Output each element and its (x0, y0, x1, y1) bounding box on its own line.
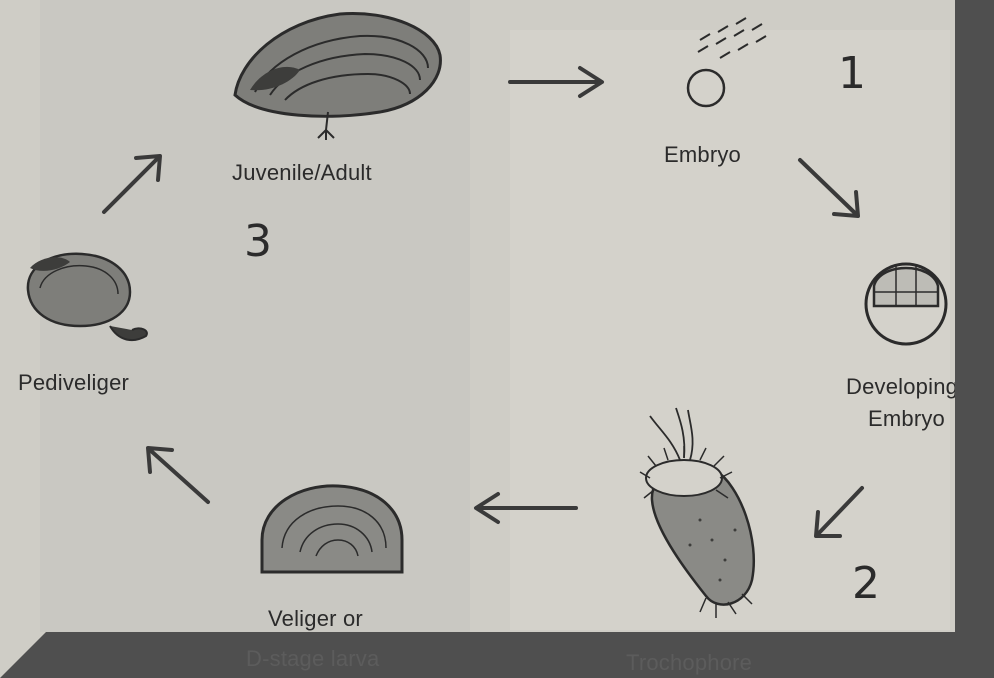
label-juvenile-adult: Juvenile/Adult (232, 160, 372, 186)
label-developing-line1: Developing (846, 374, 958, 400)
label-embryo: Embryo (664, 142, 741, 168)
label-trochophore: Trochophore (626, 650, 752, 676)
label-veliger-line1: Veliger or (268, 606, 363, 632)
step-number-3: 3 (244, 220, 272, 264)
step-number-2: 2 (852, 562, 880, 606)
page-shadow-right (955, 0, 994, 678)
step-number-1: 1 (838, 52, 866, 96)
label-pediveliger: Pediveliger (18, 370, 129, 396)
page-shadow-bottom (0, 632, 994, 678)
label-developing-line2: Embryo (868, 406, 945, 432)
page-shadow-corner (0, 632, 46, 678)
label-veliger-line2: D-stage larva (246, 646, 379, 672)
